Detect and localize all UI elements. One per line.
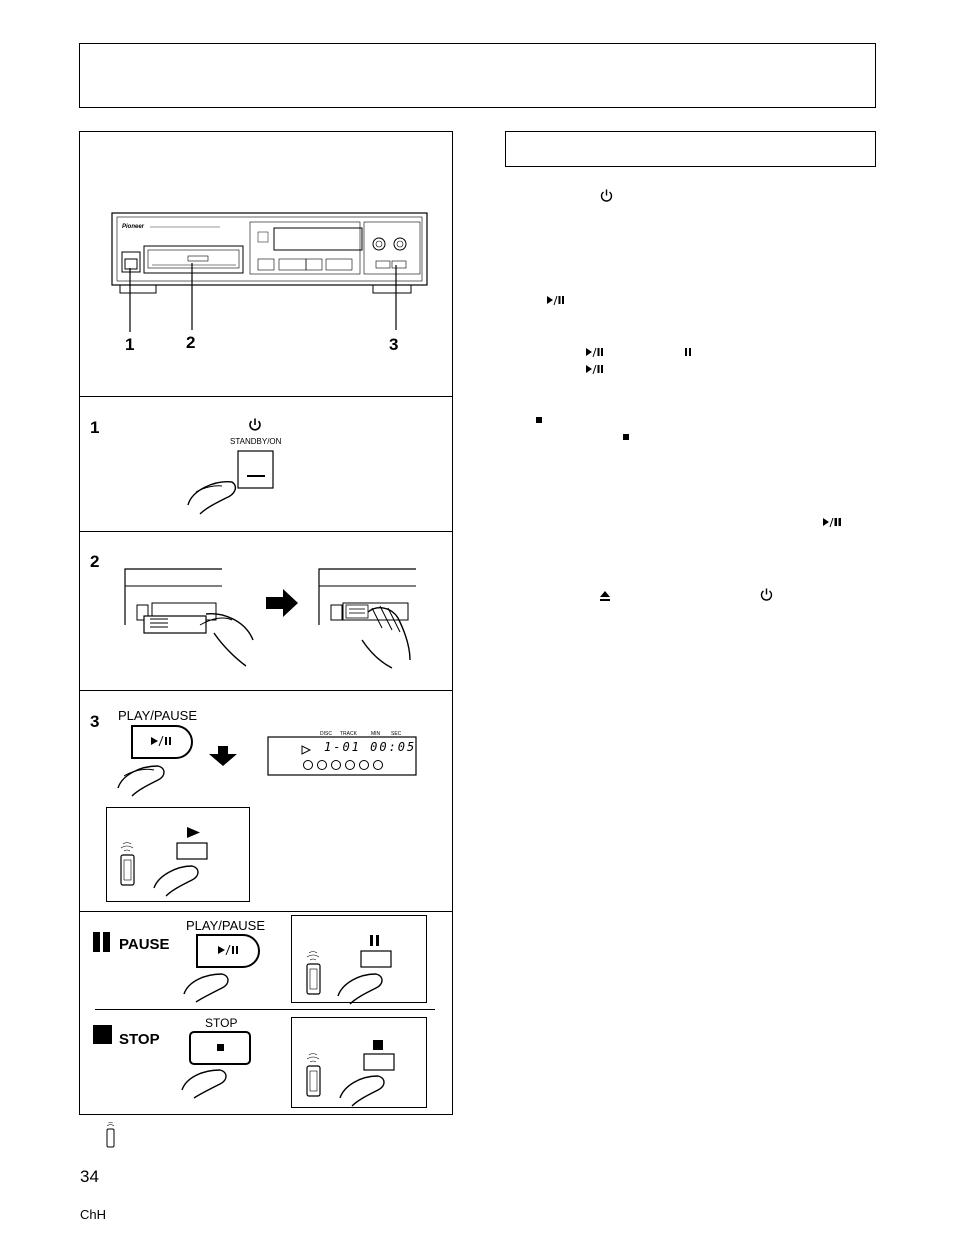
standby-button-illustration [187, 450, 274, 515]
play-pause-icon [586, 364, 603, 375]
stop-icon [536, 417, 542, 423]
divider-4 [79, 911, 453, 912]
eject-icon [600, 591, 610, 601]
section-header-frame [505, 131, 876, 167]
callout-2: 2 [186, 333, 196, 352]
language-code: ChH [80, 1207, 107, 1222]
play-icon [187, 827, 200, 838]
remote-stop-illustration [306, 1040, 395, 1107]
display-header-min: MIN [371, 731, 381, 737]
play-pause-label: PLAY/PAUSE [118, 708, 197, 723]
display-readout: 1-01 00:05 [324, 740, 417, 754]
remote-inset-pause [291, 915, 427, 1003]
display-header-disc: DISC [320, 731, 332, 737]
remote-pause-illustration [306, 935, 392, 1005]
remote-control-icon [106, 1121, 115, 1148]
display-header-sec: SEC [391, 731, 402, 737]
divider-2 [79, 531, 453, 532]
svg-text:Pioneer: Pioneer [122, 224, 145, 230]
divider-1 [79, 396, 453, 397]
player-front-panel: Pioneer [111, 212, 428, 332]
pause-icon [685, 348, 691, 356]
cartridge-insert-illustration [124, 568, 416, 669]
step-2-number: 2 [90, 552, 100, 571]
step-3-number: 3 [90, 712, 100, 731]
callout-1: 1 [125, 335, 135, 354]
stop-label: STOP [205, 1016, 238, 1030]
title-frame [79, 43, 876, 108]
display-header-track: TRACK [340, 731, 357, 737]
play-pause-icon [547, 295, 564, 306]
divider-3 [79, 690, 453, 691]
remote-play-illustration [120, 827, 208, 897]
play-pause-button-illustration [117, 725, 417, 797]
illustration-frame [79, 131, 453, 1115]
pause-button-illustration [183, 934, 260, 1003]
power-icon [760, 588, 773, 601]
page-number: 34 [80, 1167, 99, 1186]
pause-play-pause-label: PLAY/PAUSE [186, 918, 265, 933]
power-icon [600, 189, 613, 202]
pause-title: PAUSE [119, 936, 170, 953]
remote-inset-play [106, 807, 250, 902]
remote-inset-stop [291, 1017, 427, 1108]
divider-5 [95, 1009, 435, 1010]
stop-title: STOP [119, 1031, 160, 1048]
standby-on-label: STANDBY/ON [230, 437, 282, 446]
power-icon [249, 418, 261, 431]
pause-icon [93, 932, 110, 952]
stop-button-illustration [181, 1031, 251, 1099]
step-1-number: 1 [90, 418, 100, 437]
play-pause-icon [823, 517, 841, 528]
callout-3: 3 [389, 335, 399, 354]
stop-icon [623, 434, 629, 440]
stop-icon [93, 1025, 112, 1044]
play-pause-icon [586, 347, 603, 358]
